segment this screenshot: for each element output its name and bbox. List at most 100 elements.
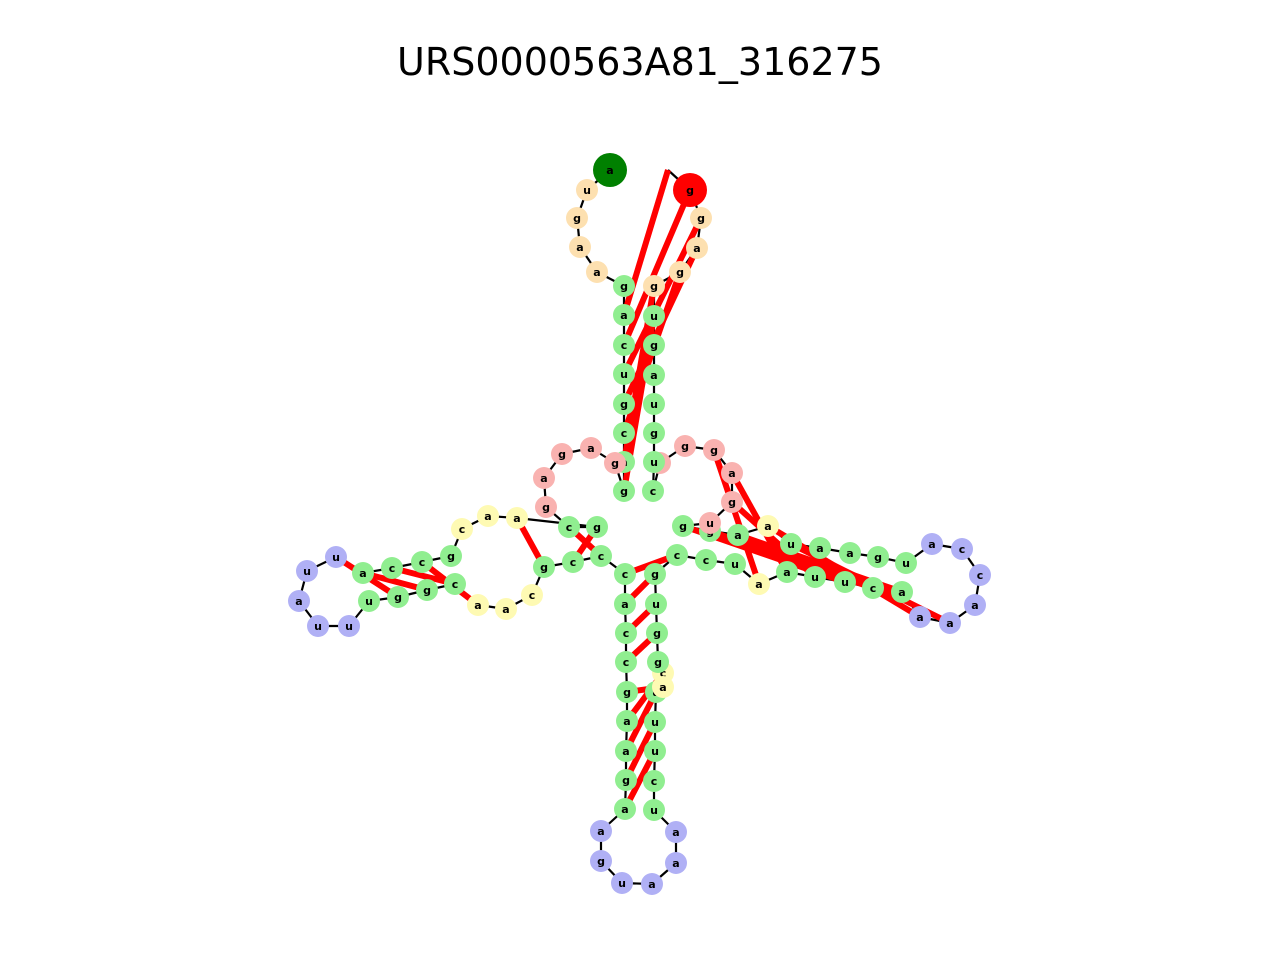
stem-nucleotide-circle [614, 798, 636, 820]
nucleotide-label: u [787, 538, 795, 551]
nucleotide-77: a [891, 581, 913, 603]
nucleotide-label: a [755, 578, 762, 591]
multiloop-nucleotide-circle [699, 512, 721, 534]
nucleotide-48: a [616, 710, 638, 732]
nucleotide-label: a [783, 566, 790, 579]
nucleotide-label: a [846, 547, 853, 560]
nucleotide-label: a [659, 681, 666, 694]
nucleotide-label: g [679, 520, 687, 533]
stem-nucleotide-circle [613, 480, 635, 502]
nucleotide-52: a [590, 820, 612, 842]
hairpin_loop-nucleotide-circle [969, 564, 991, 586]
hairpin_loop-nucleotide-circle [288, 590, 310, 612]
hairpin_loop-nucleotide-circle [939, 612, 961, 634]
nucleotide-31: u [307, 615, 329, 637]
stem-nucleotide-circle [613, 334, 635, 356]
nucleotide-101: g [643, 422, 665, 444]
nucleotide-label: c [977, 569, 984, 582]
nucleotide-50: g [615, 769, 637, 791]
stem-nucleotide-circle [381, 557, 403, 579]
interior_loop-nucleotide-circle [748, 573, 770, 595]
nucleotide-label: a [816, 542, 823, 555]
nucleotide-89: a [757, 515, 779, 537]
stem-nucleotide-circle [646, 622, 668, 644]
nucleotide-61: u [644, 711, 666, 733]
nucleotide-97: g [674, 435, 696, 457]
stem-nucleotide-circle [645, 593, 667, 615]
stem-nucleotide-circle [613, 275, 635, 297]
nucleotide-70: c [695, 549, 717, 571]
nucleotide-label: c [621, 427, 628, 440]
nucleotide-105: u [643, 305, 665, 327]
interior_loop-nucleotide-circle [467, 594, 489, 616]
hairpin_loop-nucleotide-circle [307, 615, 329, 637]
stem-nucleotide-circle [616, 681, 638, 703]
stem-nucleotide-circle [643, 451, 665, 473]
nucleotide-label: u [652, 598, 660, 611]
stem-nucleotide-circle [533, 556, 555, 578]
nucleotide-label: g [597, 855, 605, 868]
nucleotide-11: c [613, 422, 635, 444]
nucleotide-49: a [615, 740, 637, 762]
nucleotide-78: a [909, 606, 931, 628]
nucleotide-label: c [959, 543, 966, 556]
nucleotide-33: u [358, 590, 380, 612]
nucleotide-label: a [576, 241, 583, 254]
nucleotide-label: g [874, 551, 882, 564]
nucleotide-label: a [728, 467, 735, 480]
stem-nucleotide-circle [643, 422, 665, 444]
nucleotide-label: a [916, 611, 923, 624]
nucleotide-label: u [651, 745, 659, 758]
stem-nucleotide-circle [867, 546, 889, 568]
stem-nucleotide-circle [643, 334, 665, 356]
nucleotide-label: a [971, 599, 978, 612]
stem-nucleotide-circle [440, 545, 462, 567]
nucleotide-label: a [622, 745, 629, 758]
stem-nucleotide-circle [352, 562, 374, 584]
nucleotide-label: a [540, 472, 547, 485]
stem-nucleotide-circle [644, 711, 666, 733]
nucleotide-label: u [731, 558, 739, 571]
nucleotide-label: a [898, 586, 905, 599]
stem-nucleotide-circle [809, 537, 831, 559]
nucleotide-label: g [654, 656, 662, 669]
nucleotide-label: g [593, 521, 601, 534]
stem-nucleotide-circle [562, 551, 584, 573]
nucleotide-45: c [615, 622, 637, 644]
nucleotide-20: g [586, 516, 608, 538]
nucleotide-label: c [651, 775, 658, 788]
exterior-nucleotide-circle [566, 207, 588, 229]
multiloop-nucleotide-circle [604, 452, 626, 474]
stem-nucleotide-circle [891, 581, 913, 603]
hairpin_loop-nucleotide-circle [641, 873, 663, 895]
nucleotide-label: c [622, 568, 629, 581]
stem-nucleotide-circle [643, 393, 665, 415]
nucleotide-19: c [558, 516, 580, 538]
stem-nucleotide-circle [647, 651, 669, 673]
nucleotide-66: g [646, 622, 668, 644]
stem-nucleotide-circle [590, 545, 612, 567]
nucleotide-96: g [703, 439, 725, 461]
multiloop-nucleotide-circle [533, 467, 555, 489]
nucleotide-label: u [303, 565, 311, 578]
nucleotide-58: u [643, 799, 665, 821]
nucleotide-85: g [867, 546, 889, 568]
base-pair-bond [623, 690, 659, 753]
nucleotide-3: g [566, 207, 588, 229]
stem-nucleotide-circle [416, 579, 438, 601]
stem-nucleotide-circle [642, 480, 664, 502]
stem-nucleotide-circle [615, 622, 637, 644]
nucleotide-label: a [623, 715, 630, 728]
nucleotide-14: g [604, 452, 626, 474]
exterior-nucleotide-circle [686, 237, 708, 259]
exterior-nucleotide-circle [643, 275, 665, 297]
nucleotide-label: a [597, 825, 604, 838]
nucleotide-label: a [587, 442, 594, 455]
nucleotide-label: c [529, 589, 536, 602]
multiloop-nucleotide-circle [580, 437, 602, 459]
nucleotide-53: g [590, 850, 612, 872]
nucleotide-label: a [295, 595, 302, 608]
nucleotide-label: c [623, 627, 630, 640]
nucleotide-label: g [623, 686, 631, 699]
